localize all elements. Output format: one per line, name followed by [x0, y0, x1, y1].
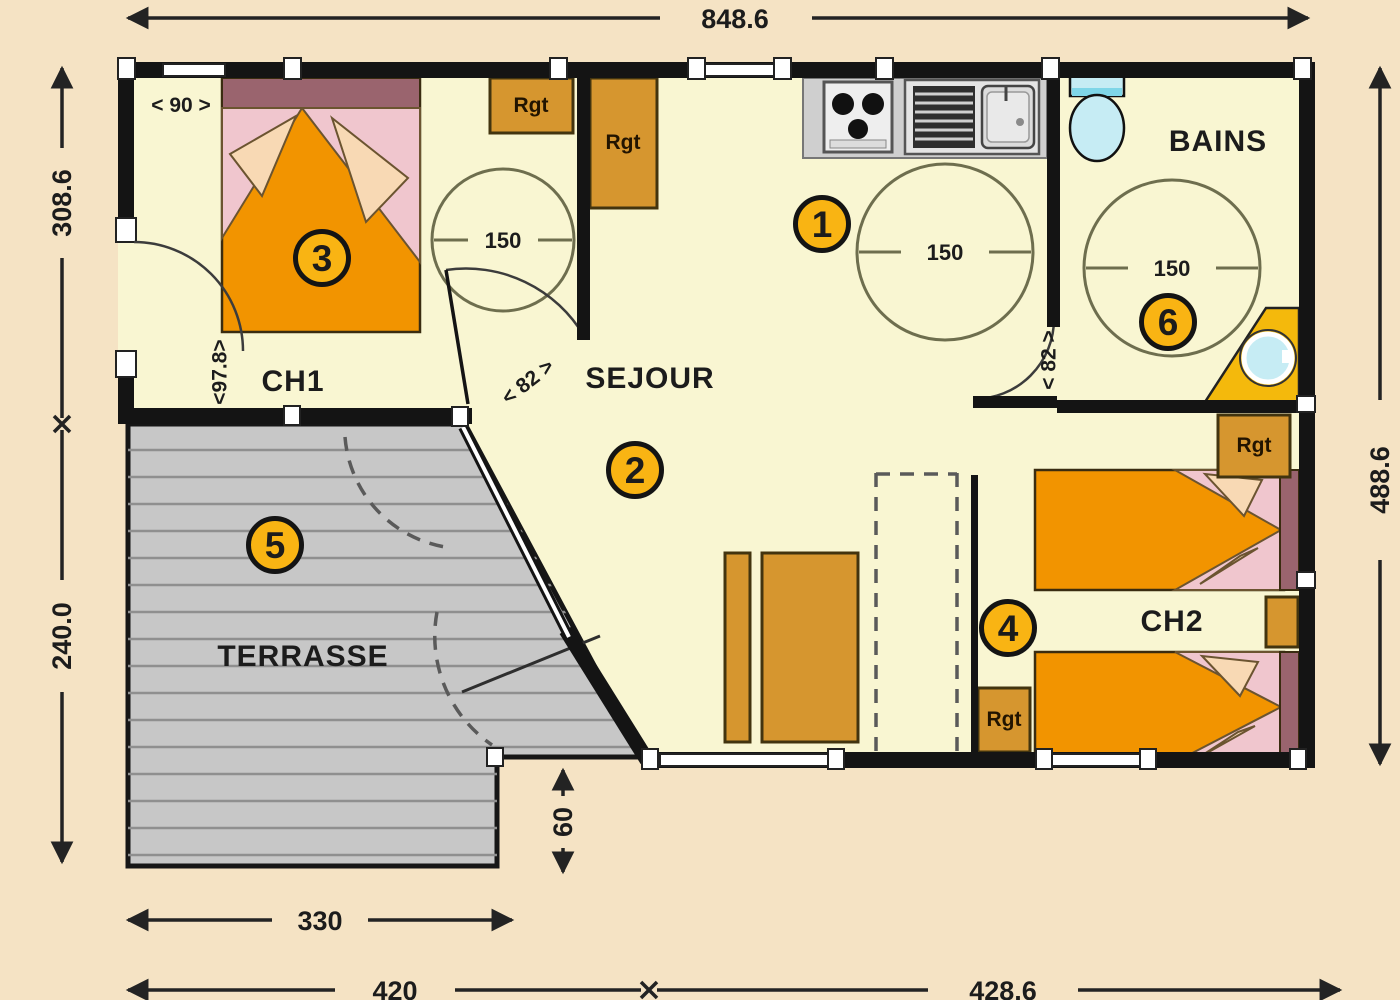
- bed-ch2-bottom: [1033, 650, 1300, 764]
- dim-right-height: 488.6: [1365, 446, 1395, 514]
- turning-circle-ch1: 150: [430, 167, 576, 313]
- dim-step-depth: 60: [548, 807, 578, 837]
- badge-kitchen: 1: [793, 195, 851, 253]
- dim-left-upper: 308.6: [47, 169, 77, 237]
- room-label-ch1: CH1: [261, 365, 324, 398]
- door-panel-ch1: [444, 269, 470, 405]
- storage-label: Rgt: [1237, 434, 1272, 457]
- stove-icon: [822, 80, 894, 154]
- table: [760, 551, 860, 744]
- storage-ch1: [488, 76, 575, 135]
- door-arc-ch1: [445, 267, 586, 337]
- door-ch1-exterior: [115, 217, 245, 378]
- wall-anchors: [117, 57, 1316, 770]
- terrace-planks: [128, 448, 643, 857]
- window-ch1: [162, 63, 226, 77]
- storage-label: Rgt: [606, 131, 641, 154]
- dim-bains-door: < 82 >: [1038, 330, 1061, 390]
- zone-badges: 1 2 3 4 5 6: [246, 195, 1197, 657]
- circle-diameter-label: 150: [927, 240, 964, 265]
- wall-ch2-partition: [971, 475, 978, 757]
- badge-number: 5: [265, 525, 286, 566]
- wardrobe-dashed-outline: [874, 472, 959, 755]
- bay-window-slant-glass: [461, 426, 571, 638]
- toilet-icon: [1068, 72, 1126, 163]
- dim-ch1-wall: <97.8>: [209, 339, 232, 404]
- nightstand-ch2: [1264, 595, 1300, 649]
- dim-terrace-lower-width: 330: [297, 906, 342, 936]
- room-label-sejour: SEJOUR: [585, 362, 714, 395]
- terrace-door-swing-arc: [343, 436, 453, 550]
- dim-bottom-right: 428.6: [969, 976, 1037, 1000]
- badge-number: 2: [625, 450, 646, 491]
- circle-diameter-label: 150: [1154, 256, 1191, 281]
- badge-ch2: 4: [979, 599, 1037, 657]
- sink-icon: [903, 78, 1041, 156]
- turning-circle-bains: 150: [1082, 178, 1262, 358]
- badge-number: 1: [812, 204, 833, 245]
- wall-bains-entry: [973, 396, 1057, 408]
- dim-overall-width: 848.6: [701, 4, 769, 34]
- room-label-terrasse: TERRASSE: [217, 640, 388, 673]
- badge-number: 6: [1158, 302, 1179, 343]
- window-ch2-bottom: [1043, 753, 1145, 767]
- windows: [162, 63, 1145, 767]
- wall-ch1-sejour: [577, 62, 590, 340]
- dim-bottom-left: 420: [372, 976, 417, 1000]
- storage-label: Rgt: [987, 708, 1022, 731]
- badge-ch1: 3: [293, 229, 351, 287]
- badge-number: 4: [998, 608, 1019, 649]
- bed-ch2-top: [1033, 468, 1300, 592]
- headboard: [1279, 651, 1300, 763]
- badge-number: 3: [312, 238, 333, 279]
- bed-ch1: [220, 76, 422, 334]
- wall-right: [1299, 62, 1315, 768]
- bench: [723, 551, 752, 744]
- wall-slant: [559, 626, 654, 764]
- storage-ch2-top: [1216, 413, 1292, 479]
- kitchen-counter: [802, 77, 1048, 159]
- dim-left-lower: 240.0: [47, 602, 77, 670]
- storage-label: Rgt: [514, 94, 549, 117]
- wall-bains-bottom: [1057, 400, 1315, 413]
- turning-circle-kitchen: 150: [855, 162, 1035, 342]
- window-sejour-bottom: [659, 753, 837, 767]
- badge-bains: 6: [1139, 293, 1197, 351]
- storage-ch2-bottom: [976, 686, 1032, 754]
- room-label-ch2: CH2: [1140, 605, 1203, 638]
- circle-diameter-label: 150: [485, 228, 522, 253]
- room-label-bains: BAINS: [1169, 125, 1267, 158]
- window-sejour-top: [697, 63, 783, 77]
- wall-kitchen-bains: [1047, 62, 1060, 327]
- badge-sejour: 2: [606, 441, 664, 499]
- badge-terrasse: 5: [246, 516, 304, 574]
- dim-ch1-exterior-door: < 90 >: [151, 94, 211, 117]
- building-floor: [126, 64, 1314, 766]
- terrace-door-swing-arc: [433, 611, 493, 747]
